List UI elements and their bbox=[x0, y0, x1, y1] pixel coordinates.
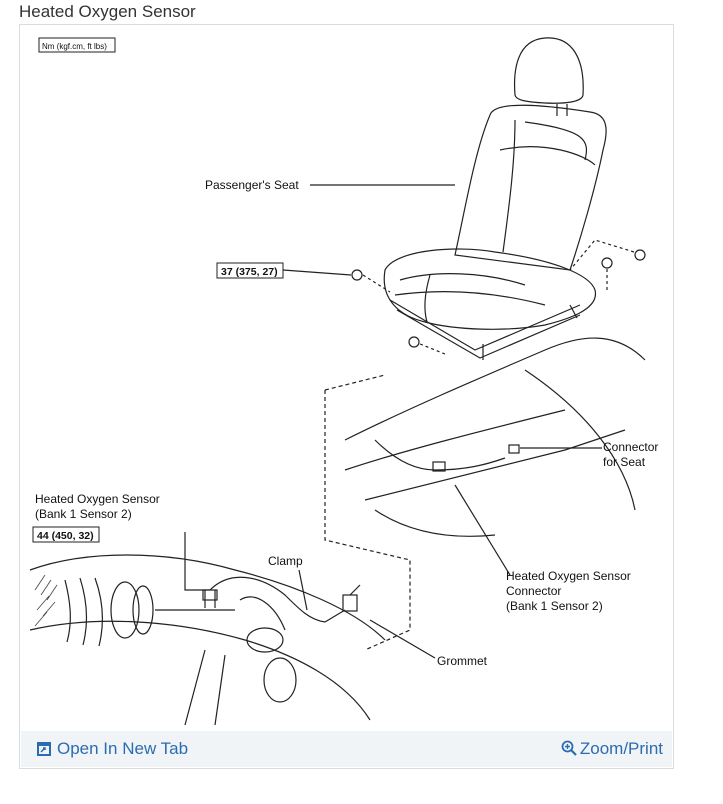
zoom-in-icon bbox=[561, 740, 577, 756]
open-in-new-tab-link[interactable]: Open In New Tab bbox=[37, 739, 188, 759]
torque-seat-bolt: 37 (375, 27) bbox=[221, 266, 278, 278]
label-sensor-1: Heated Oxygen Sensor bbox=[35, 492, 160, 506]
diagram-footer: Open In New Tab Zoom/Print bbox=[21, 731, 672, 767]
label-passenger-seat: Passenger's Seat bbox=[205, 178, 299, 192]
label-sensor-2: (Bank 1 Sensor 2) bbox=[35, 507, 132, 521]
page-title: Heated Oxygen Sensor bbox=[19, 2, 196, 21]
unit-note: Nm (kgf.cm, ft lbs) bbox=[42, 42, 107, 51]
label-sensor-connector-2: Connector bbox=[506, 584, 561, 598]
zoom-print-label: Zoom/Print bbox=[579, 739, 663, 758]
label-connector-seat-2: for Seat bbox=[603, 455, 646, 469]
label-connector-seat-1: Connector bbox=[603, 440, 658, 454]
label-clamp: Clamp bbox=[268, 554, 303, 568]
label-sensor-connector-3: (Bank 1 Sensor 2) bbox=[506, 599, 603, 613]
torque-sensor: 44 (450, 32) bbox=[37, 530, 94, 542]
seat-sensor-diagram: Nm (kgf.cm, ft lbs) Passenger's Seat 37 … bbox=[29, 37, 658, 726]
label-grommet: Grommet bbox=[437, 654, 488, 668]
open-new-tab-icon bbox=[37, 742, 51, 756]
open-in-new-tab-label: Open In New Tab bbox=[57, 739, 189, 758]
zoom-print-link[interactable]: Zoom/Print bbox=[561, 739, 663, 759]
diagram-frame: Nm (kgf.cm, ft lbs) Passenger's Seat 37 … bbox=[19, 24, 674, 769]
label-sensor-connector-1: Heated Oxygen Sensor bbox=[506, 569, 631, 583]
